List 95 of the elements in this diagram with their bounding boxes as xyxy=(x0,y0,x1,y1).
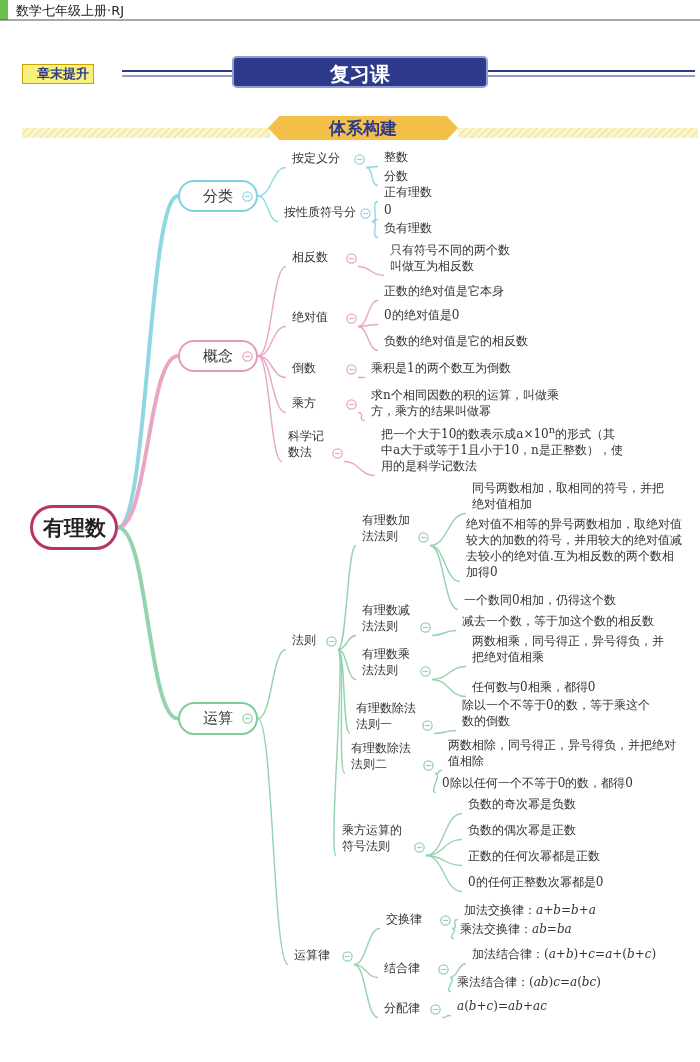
branch-topic: 运算 xyxy=(178,702,258,735)
branch-line xyxy=(357,299,379,328)
branch-line xyxy=(257,265,287,357)
topic-label: 整数 xyxy=(378,149,436,167)
topic-label: 0的任何正整数次幂都是0 xyxy=(462,874,652,892)
branch-line xyxy=(257,355,283,463)
branch-line xyxy=(117,354,179,530)
topic-label: 求n个相同因数的积的运算，叫做乘方，乘方的结果叫做幂 xyxy=(365,387,560,421)
topic-label: 绝对值不相等的异号两数相加，取绝对值较大的加数的符号，并用较大的绝对值减去较小的绝对值.互为相反数的两个数相加得0 xyxy=(460,516,682,582)
section-heading: 体系构建 xyxy=(268,116,458,140)
branch-line xyxy=(353,963,379,979)
topic-label: 交换律 xyxy=(380,911,452,929)
topic-label: 分数 xyxy=(378,168,436,186)
branch-line xyxy=(431,678,467,698)
topic-label: 相反数 xyxy=(286,249,358,267)
topic-label: 0的绝对值是0 xyxy=(378,307,538,325)
branch-line xyxy=(337,544,357,651)
topic-label: 负数的偶次幂是正数 xyxy=(462,822,627,840)
section-tag: 章末提升 xyxy=(22,64,94,84)
topic-label: 加法结合律：(a+b)+c=a+(b+c) xyxy=(466,946,671,964)
banner-title: 复习课 xyxy=(232,56,488,88)
topic-label: 加法交换律：a+b=b+a xyxy=(458,902,623,920)
topic-label: 两数相除，同号得正，异号得负，并把绝对值相除 xyxy=(442,737,687,771)
topic-label: 按定义分 xyxy=(286,150,366,168)
topic-label: 乘法结合律：(ab)c=a(bc) xyxy=(451,974,631,992)
branch-line xyxy=(257,717,289,966)
topic-label: 乘法交换律：ab=ba xyxy=(454,921,619,939)
topic-label: 一个数同0相加，仍得这个数 xyxy=(458,592,640,610)
topic-label: 有理数除法法则二 xyxy=(345,740,435,774)
topic-label: 任何数与0相乘，都得0 xyxy=(466,679,616,697)
central-topic: 有理数 xyxy=(30,505,118,550)
topic-label: 运算律 xyxy=(288,947,354,965)
branch-line xyxy=(357,325,379,352)
topic-label: 两数相乘，同号得正，异号得负，并把绝对值相乘 xyxy=(466,633,671,667)
branch-line xyxy=(257,166,287,197)
topic-label: 负有理数 xyxy=(378,220,483,238)
topic-label: 正有理数 xyxy=(378,184,473,202)
branch-line xyxy=(337,634,357,651)
branch-line xyxy=(343,460,376,477)
topic-label: 有理数乘法法则 xyxy=(356,646,432,680)
topic-label: 0除以任何一个不等于0的数，都得0 xyxy=(436,775,686,793)
branch-line xyxy=(257,195,279,223)
branch-line xyxy=(429,544,459,611)
topic-label: 负数的奇次幂是负数 xyxy=(462,796,627,814)
topic-label: 乘方运算的符号法则 xyxy=(336,822,426,856)
topic-label: 只有符号不同的两个数叫做互为相反数 xyxy=(384,242,518,276)
topic-label: 除以一个不等于0的数，等于乘这个数的倒数 xyxy=(456,697,656,731)
branch-topic: 分类 xyxy=(178,180,258,212)
branch-line xyxy=(425,854,463,893)
topic-label: 负数的绝对值是它的相反数 xyxy=(378,333,556,351)
branch-line xyxy=(371,200,379,223)
branch-topic: 概念 xyxy=(178,340,258,372)
topic-label: 按性质符号分 xyxy=(278,204,372,222)
topic-label: 有理数除法法则一 xyxy=(350,700,434,734)
topic-label: 分配律 xyxy=(378,1000,442,1018)
topic-label: 结合律 xyxy=(378,960,450,978)
branch-line xyxy=(431,629,457,637)
branch-line xyxy=(441,1014,452,1019)
branch-line xyxy=(432,772,439,794)
branch-line xyxy=(257,648,287,720)
branch-line xyxy=(371,220,379,239)
branch-line xyxy=(371,218,379,223)
topic-label: 同号两数相加，取相同的符号，并把绝对值相加 xyxy=(466,480,671,514)
branch-line xyxy=(357,376,366,379)
branch-line xyxy=(357,265,385,277)
branch-line xyxy=(434,769,443,775)
topic-label: 减去一个数，等于加这个数的相反数 xyxy=(456,613,686,631)
branch-line xyxy=(449,962,467,979)
branch-line xyxy=(117,525,179,721)
topic-label: 绝对值 xyxy=(286,309,358,327)
branch-line xyxy=(337,648,357,681)
branch-line xyxy=(257,325,287,357)
branch-line xyxy=(433,729,457,735)
topic-label: 正数的任何次幂都是正数 xyxy=(462,848,652,866)
topic-label: a(b+c)=ab+ac xyxy=(451,998,581,1016)
branch-line xyxy=(337,648,346,775)
topic-label: 倒数 xyxy=(286,360,358,378)
branch-line xyxy=(365,166,379,187)
branch-line xyxy=(333,648,341,857)
topic-label: 有理数减法法则 xyxy=(356,602,432,636)
topic-label: 把一个大于10的数表示成a×10$^{n}$的形式（其中a大于或等于1且小于10，n是正整数），使用的是科学记数法 xyxy=(375,422,625,476)
topic-label: 法则 xyxy=(286,632,338,650)
branch-line xyxy=(450,927,456,940)
topic-label: 正数的绝对值是它本身 xyxy=(378,283,538,301)
topic-label: 科学记数法 xyxy=(282,428,344,462)
branch-line xyxy=(353,963,379,1019)
branch-line xyxy=(357,411,366,422)
branch-line xyxy=(425,812,463,857)
header-text: 数学七年级上册·RJ xyxy=(16,2,124,20)
branch-line xyxy=(447,976,454,993)
topic-label: 有理数加法法则 xyxy=(356,512,430,546)
topic-label: 乘积是1的两个数互为倒数 xyxy=(365,360,530,378)
topic-label: 0 xyxy=(378,202,473,220)
topic-label: 乘方 xyxy=(286,395,358,413)
branch-line xyxy=(353,927,381,966)
